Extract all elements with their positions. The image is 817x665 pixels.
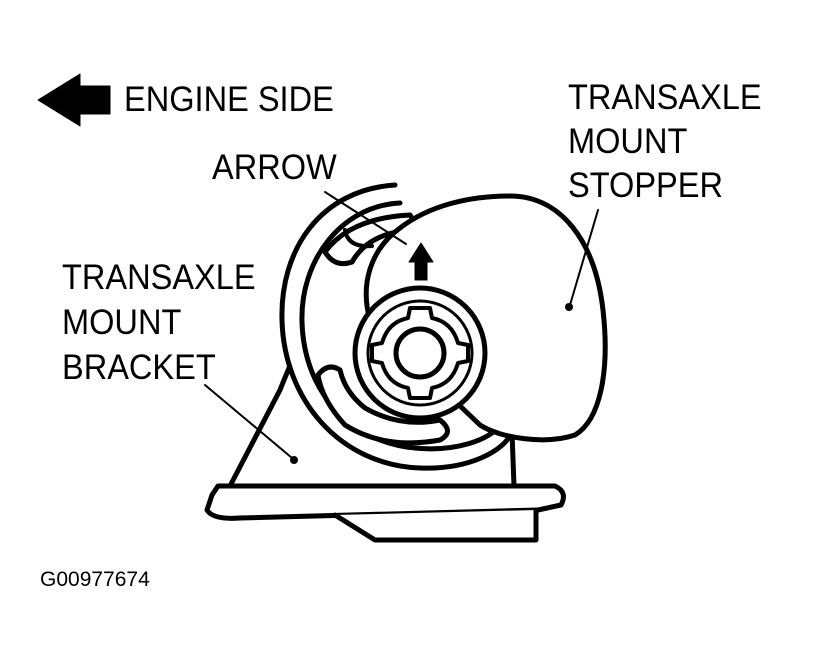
stopper-label-line-2: MOUNT — [568, 122, 688, 161]
left-arrow-icon — [37, 73, 111, 127]
mount-bracket-right-post — [509, 429, 517, 489]
bracket-leader-line — [204, 384, 293, 459]
bracket-base-block — [332, 507, 539, 543]
stopper-label-line-1: TRANSAXLE — [568, 78, 762, 117]
arrow-leader-line — [324, 191, 407, 245]
up-arrow-icon — [408, 242, 434, 281]
bracket-label-line-2: MOUNT — [62, 303, 182, 342]
figure-id: G00977674 — [40, 568, 150, 591]
lower-rubber-void — [315, 364, 450, 446]
bracket-leader-dot — [290, 456, 298, 464]
stopper-leader-line — [569, 209, 599, 306]
bracket-base-plate — [204, 483, 566, 521]
stopper-leader-dot — [565, 303, 573, 311]
bracket-label-line-1: TRANSAXLE — [62, 258, 256, 297]
upper-rubber-void-inner — [343, 228, 374, 249]
arrow-label: ARROW — [212, 148, 337, 187]
bracket-label-line-3: BRACKET — [62, 348, 216, 387]
engine-side-label: ENGINE SIDE — [124, 80, 334, 119]
center-hub-bore — [393, 326, 447, 380]
stopper-label-line-3: STOPPER — [568, 166, 723, 205]
